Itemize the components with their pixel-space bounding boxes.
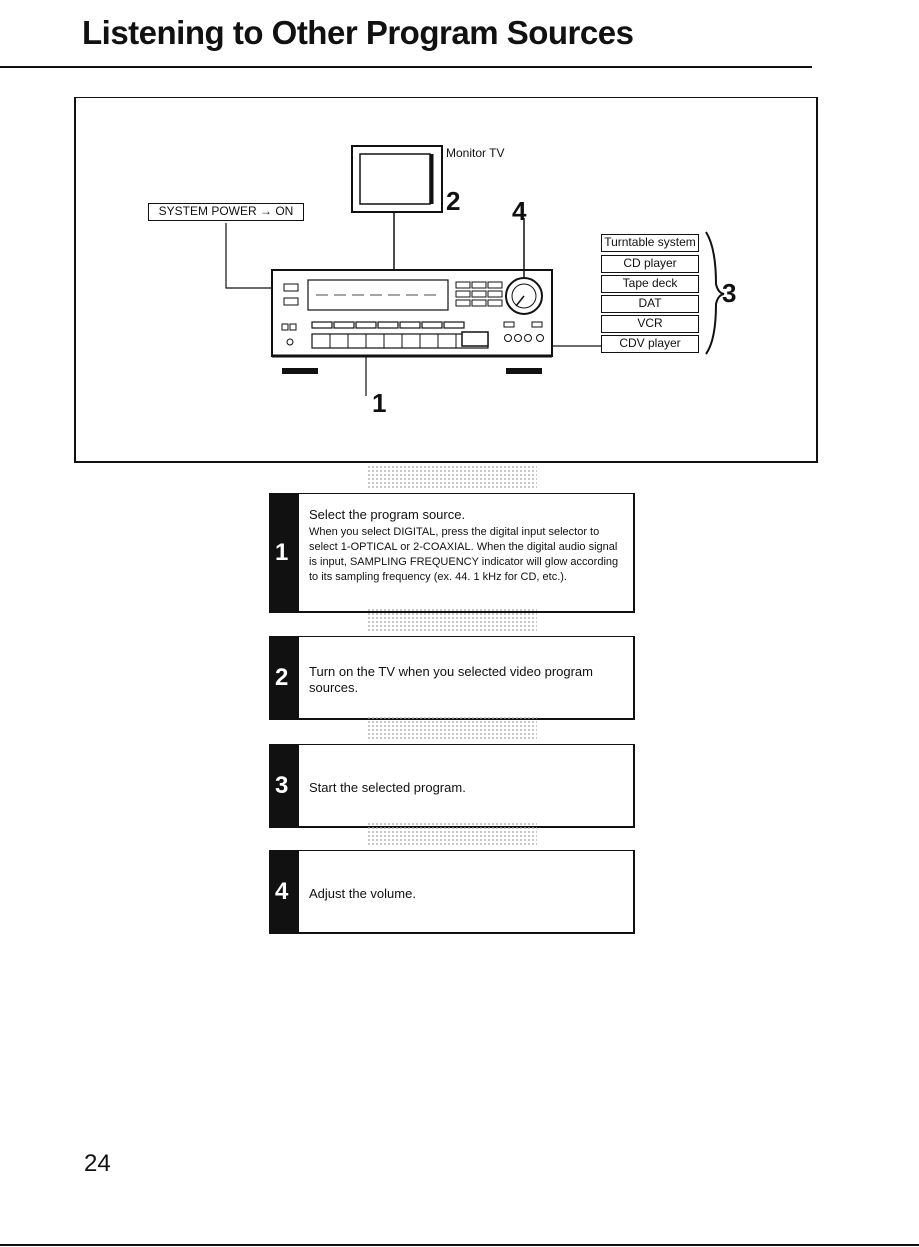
step-number: 2 <box>275 664 289 691</box>
system-power-label: SYSTEM POWER → ON <box>148 203 304 221</box>
source-cdv-player: CDV player <box>601 335 699 353</box>
step-1: 1 Select the program source. When you se… <box>269 465 635 613</box>
step-number: 4 <box>275 878 289 905</box>
monitor-tv-icon <box>351 145 443 213</box>
step-number: 3 <box>275 772 289 799</box>
step-heading: Adjust the volume. <box>309 886 416 901</box>
page-title: Listening to Other Program Sources <box>82 14 634 51</box>
step-number-badge: 1 <box>269 493 299 613</box>
title-underline <box>0 66 812 68</box>
bottom-rule <box>0 1244 919 1246</box>
step-number-badge: 4 <box>269 850 299 934</box>
step-number-badge: 2 <box>269 636 299 720</box>
step-heading: Select the program source. <box>309 507 466 522</box>
source-cd-player: CD player <box>601 255 699 273</box>
callout-2: 2 <box>446 186 461 216</box>
step-2: 2 Turn on the TV when you selected video… <box>269 608 635 720</box>
page-number: 24 <box>84 1150 111 1177</box>
connection-diagram: SYSTEM POWER → ON Monitor TV 1 2 3 4 Tur… <box>74 97 818 463</box>
callout-1: 1 <box>372 388 387 418</box>
source-vcr: VCR <box>601 315 699 333</box>
step-3: 3 Start the selected program. <box>269 716 635 828</box>
step-detail: When you select DIGITAL, press the digit… <box>309 526 619 583</box>
step-heading: Start the selected program. <box>309 780 466 795</box>
callout-3: 3 <box>722 278 737 308</box>
monitor-tv-label: Monitor TV <box>446 146 505 160</box>
receiver-illustration <box>225 145 725 396</box>
step-heading: Turn on the TV when you selected video p… <box>309 664 593 695</box>
step-4: 4 Adjust the volume. <box>269 822 635 934</box>
callout-4: 4 <box>512 196 527 226</box>
step-number-badge: 3 <box>269 744 299 828</box>
source-dat: DAT <box>601 295 699 313</box>
step-number: 1 <box>275 539 289 566</box>
source-turntable-system: Turntable system <box>601 234 699 252</box>
source-tape-deck: Tape deck <box>601 275 699 293</box>
